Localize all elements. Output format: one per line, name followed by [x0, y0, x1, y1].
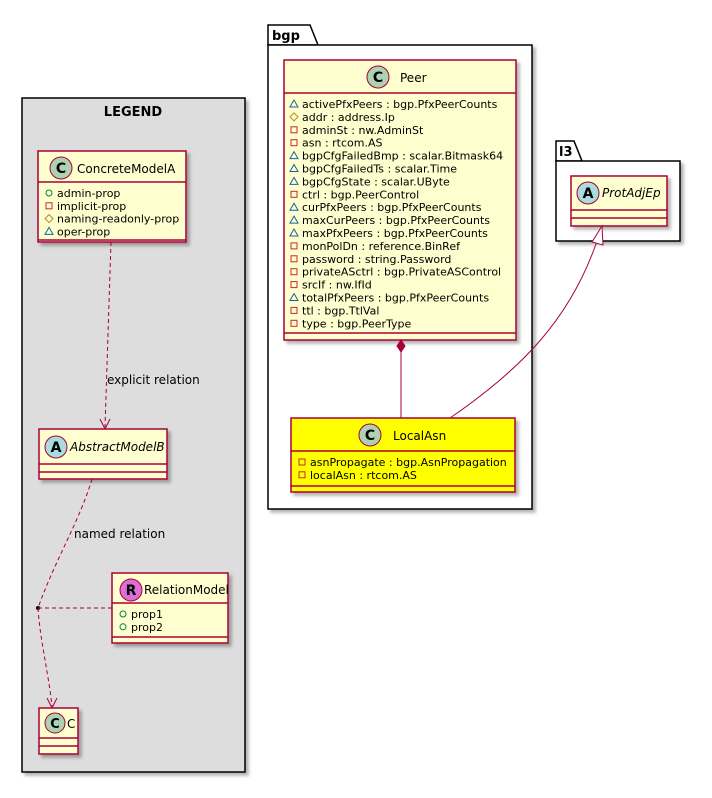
abstract-stereotype-letter: A [51, 440, 62, 456]
relation-circle-icon [119, 578, 143, 602]
attribute-text: localAsn : rtcom.AS [310, 469, 417, 482]
class-name: ConcreteModelA [77, 162, 176, 176]
attribute-text: implicit-prop [57, 200, 126, 213]
named-relation-line-lower [37, 607, 53, 707]
private-visibility-icon [290, 190, 298, 198]
attribute-text: bgpCfgState : scalar.UByte [302, 175, 450, 188]
peer-stereotype-letter: C [373, 70, 383, 86]
attribute-text: prop1 [131, 608, 163, 621]
protected-visibility-icon [44, 213, 54, 224]
class-name: C [67, 717, 75, 731]
class-concrete-model-a[interactable]: C ConcreteModelA admin-propimplicit-prop… [37, 150, 187, 243]
private-visibility-icon [290, 281, 298, 289]
named-relation-label: named relation [74, 527, 165, 541]
class-attributes: asnPropagate : bgp.AsnPropagationlocalAs… [298, 456, 507, 482]
class-name: AbstractModelB [69, 440, 165, 454]
class-name: RelationModel [144, 583, 229, 597]
package-visibility-icon [289, 98, 299, 108]
attribute-text: addr : address.Ip [302, 111, 395, 124]
package-visibility-icon [289, 215, 299, 224]
localasn-circle-icon [358, 423, 382, 447]
attribute-text: ctrl : bgp.PeerControl [302, 188, 419, 201]
package-visibility-icon [44, 226, 54, 235]
package-l3-name: l3 [559, 145, 573, 160]
attribute-text: activePfxPeers : bgp.PfxPeerCounts [302, 98, 498, 111]
inheritance-arrowhead [591, 224, 604, 246]
attribute-text: asnPropagate : bgp.AsnPropagation [310, 456, 507, 469]
inheritance-line [449, 240, 598, 419]
package-l3: l3 A ProtAdjEp [555, 140, 681, 242]
attribute-text: maxCurPeers : bgp.PfxPeerCounts [302, 214, 490, 227]
attribute-text: oper-prop [57, 225, 110, 238]
protadjep-stereotype-letter: A [583, 186, 594, 202]
attribute-text: naming-readonly-prop [57, 213, 179, 226]
legend-title: LEGEND [104, 105, 163, 120]
public-visibility-icon [119, 623, 127, 631]
private-visibility-icon [45, 202, 53, 210]
class-name: Peer [400, 71, 427, 85]
attribute-text: asn : rtcom.AS [302, 137, 382, 150]
attribute-text: password : string.Password [302, 253, 451, 266]
class-circle-icon [49, 156, 73, 180]
attribute-text: admin-prop [57, 187, 120, 200]
private-visibility-icon [298, 471, 306, 479]
attribute-text: bgpCfgFailedTs : scalar.Time [302, 163, 457, 176]
attribute-text: type : bgp.PeerType [302, 317, 412, 330]
private-visibility-icon [290, 306, 298, 314]
class-peer[interactable]: C Peer activePfxPeers : bgp.PfxPeerCount… [283, 59, 517, 341]
package-visibility-icon [289, 227, 299, 237]
private-visibility-icon [290, 139, 298, 147]
named-relation-line [37, 478, 93, 609]
attribute-text: monPolDn : reference.BinRef [302, 240, 461, 253]
c-circle-icon [44, 712, 66, 734]
attribute-text: totalPfxPeers : bgp.PfxPeerCounts [302, 292, 489, 305]
explicit-relation-label: explicit relation [107, 373, 200, 387]
package-bgp: bgp C Peer activePfxPeers : bgp.PfxPeerC… [267, 24, 533, 510]
private-visibility-icon [290, 255, 298, 263]
private-visibility-icon [290, 126, 298, 134]
private-visibility-icon [290, 242, 298, 250]
attribute-text: privateASctrl : bgp.PrivateASControl [302, 266, 501, 279]
private-visibility-icon [298, 458, 306, 466]
attribute-text: bgpCfgFailedBmp : scalar.Bitmask64 [302, 150, 503, 163]
protected-visibility-icon [289, 112, 299, 122]
class-stereotype-letter: C [56, 161, 66, 177]
explicit-relation-line [104, 241, 112, 428]
package-visibility-icon [289, 202, 299, 211]
protadjep-circle-icon [576, 181, 600, 205]
localasn-stereotype-letter: C [365, 428, 375, 444]
private-visibility-icon [290, 268, 298, 276]
peer-circle-icon [366, 65, 390, 89]
c-stereotype-letter: C [50, 717, 60, 732]
class-abstract-model-b[interactable]: A AbstractModelB [38, 428, 168, 480]
legend-group: LEGEND C ConcreteModelA admin-propimplic… [21, 97, 246, 773]
class-attributes: admin-propimplicit-propnaming-readonly-p… [44, 187, 179, 238]
package-visibility-icon [289, 176, 299, 185]
attribute-text: ttl : bgp.TtlVal [302, 304, 379, 317]
package-visibility-icon [289, 150, 299, 160]
abstract-circle-icon [44, 435, 68, 459]
attribute-text: curPfxPeers : bgp.PfxPeerCounts [302, 201, 482, 214]
public-visibility-icon [45, 189, 53, 197]
class-c[interactable]: C C [38, 707, 79, 755]
class-name: ProtAdjEp [602, 186, 661, 200]
public-visibility-icon [119, 610, 127, 618]
package-visibility-icon [289, 163, 299, 172]
attribute-text: maxPfxPeers : bgp.PfxPeerCounts [302, 227, 488, 240]
relation-stereotype-letter: R [126, 583, 137, 599]
package-bgp-name: bgp [272, 29, 300, 44]
package-visibility-icon [289, 292, 299, 301]
private-visibility-icon [290, 319, 298, 327]
class-prot-adj-ep[interactable]: A ProtAdjEp [570, 175, 668, 227]
attribute-text: srcIf : nw.IfId [302, 279, 372, 292]
attribute-text: prop2 [131, 621, 163, 634]
class-local-asn[interactable]: C LocalAsn asnPropagate : bgp.AsnPropaga… [290, 417, 516, 493]
attribute-text: adminSt : nw.AdminSt [302, 124, 424, 137]
class-name: LocalAsn [393, 429, 446, 443]
